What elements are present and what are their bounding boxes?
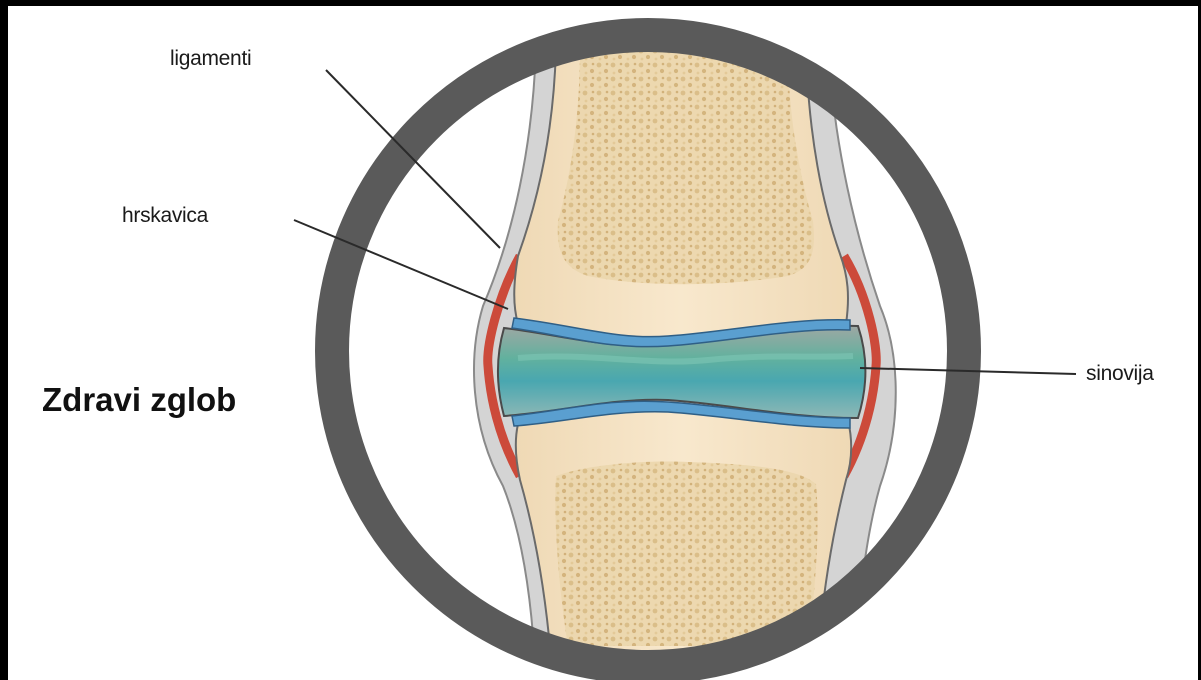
label-ligamenti: ligamenti — [170, 47, 251, 71]
upper-spongy-bone — [558, 46, 814, 284]
joint-illustration — [8, 6, 1198, 680]
label-sinovija: sinovija — [1086, 362, 1154, 386]
diagram-title: Zdravi zglob — [42, 381, 236, 419]
diagram-canvas: ligamenti hrskavica sinovija Zdravi zglo… — [8, 6, 1198, 680]
lower-spongy-bone — [555, 462, 817, 646]
label-hrskavica: hrskavica — [122, 204, 208, 228]
